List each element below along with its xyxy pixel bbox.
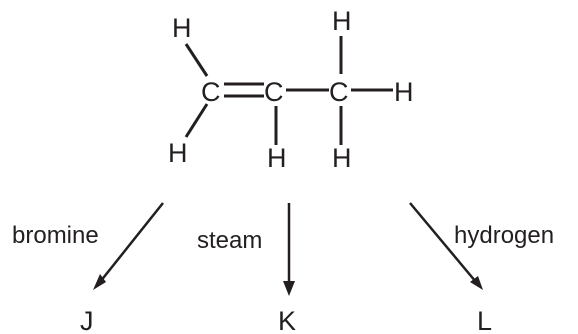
product-j: J	[80, 306, 94, 334]
reagent-hydrogen-label: hydrogen	[454, 222, 554, 249]
h-top-right-atom: H	[332, 6, 352, 36]
h-top-left-atom: H	[172, 13, 192, 43]
c2-atom: C	[264, 77, 284, 107]
bond-c1-h-bottom-left	[184, 103, 209, 138]
h-bottom-right-atom: H	[332, 143, 352, 173]
product-k: K	[278, 306, 296, 334]
c3-atom: C	[329, 77, 349, 107]
arrow-bromine	[99, 202, 164, 283]
arrow-hydrogen	[409, 202, 477, 283]
h-bottom-left-atom: H	[168, 138, 188, 168]
h-bottom-middle-atom: H	[267, 143, 287, 173]
arrowhead-hydrogen	[470, 276, 483, 290]
arrowhead-steam	[283, 281, 295, 296]
bond-c1-h-top-left	[184, 43, 209, 77]
arrowhead-bromine	[93, 274, 106, 290]
reagents-and-products: bromine steam hydrogen J K L	[12, 222, 554, 334]
product-l: L	[477, 306, 492, 334]
reagent-bromine-label: bromine	[12, 222, 99, 249]
reagent-steam-label: steam	[197, 227, 262, 254]
c1-atom: C	[201, 77, 221, 107]
propene-structure: H C H C H C H H H	[168, 6, 414, 173]
reaction-arrows	[93, 202, 483, 296]
h-right-atom: H	[394, 77, 414, 107]
